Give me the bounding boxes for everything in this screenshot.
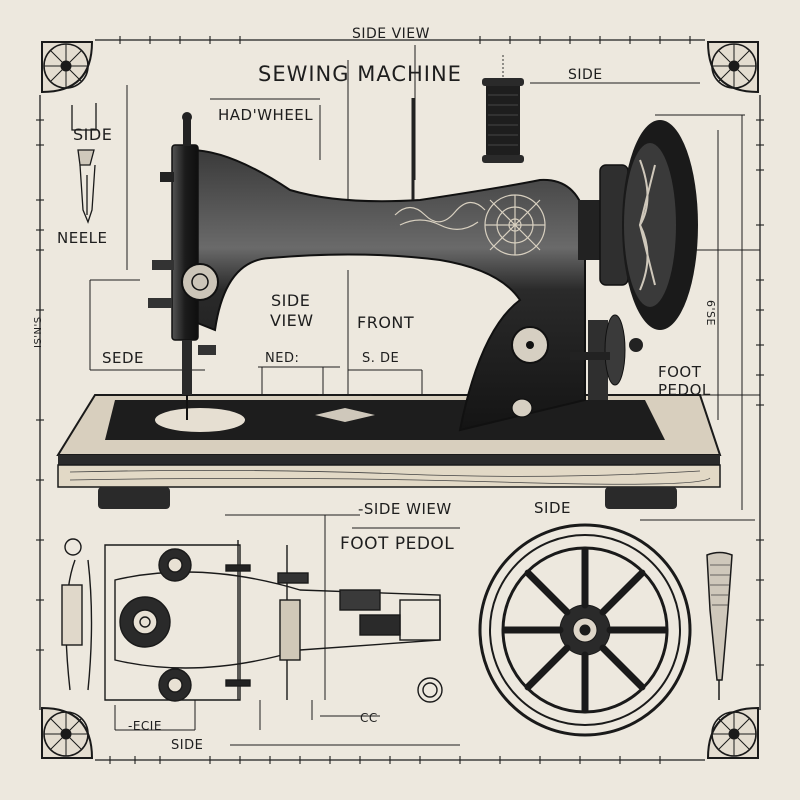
pedol-label: PEDOL: [658, 381, 711, 399]
lower-foot-pedol-label: FOOT PEDOL: [340, 534, 455, 554]
mechanism-plan-view: [61, 538, 443, 703]
bottom-side-label: SIDE: [171, 738, 204, 753]
s-de-label: S. DE: [362, 351, 400, 366]
corner-ornaments: [41, 41, 759, 759]
right-dimension-label: 6'SE: [704, 300, 717, 326]
ned-label: NED:: [265, 351, 300, 366]
top-right-side-label: SIDE: [568, 67, 603, 83]
center-view-label: VIEW: [270, 311, 314, 330]
border-dimension-lines: [36, 36, 764, 764]
left-dimension-label: IS'N'S: [33, 316, 44, 348]
lower-side-label: SIDE: [534, 499, 571, 517]
needle-detail-top: [71, 103, 97, 224]
spoked-wheel-drawing: [478, 523, 692, 737]
corner-ornament-bl: [41, 706, 94, 759]
bottom-ecie-label: -ECIE: [128, 719, 162, 733]
bottom-cc-label: CC: [360, 711, 378, 725]
lower-side-view-label: -SIDE WIEW: [358, 500, 452, 518]
corner-ornament-tr: [706, 41, 759, 94]
handwheel-drawing: [578, 120, 698, 330]
needle-label: NEELE: [57, 229, 108, 247]
left-side-label: SEDE: [102, 349, 145, 367]
top-banner-label: SIDE VIEW: [352, 26, 430, 42]
needle-side-label: SIDE: [73, 125, 113, 144]
dimension-lines: [89, 45, 760, 746]
corner-ornament-tl: [41, 41, 94, 94]
foot-label: FOOT: [658, 363, 702, 381]
center-side-label: SIDE: [271, 291, 311, 310]
arm-ornament: [394, 194, 546, 256]
awl-detail: [706, 551, 733, 700]
title: SEWING MACHINE: [258, 62, 462, 86]
sewing-machine-main: [56, 55, 722, 509]
handwheel-label: HAD'WHEEL: [218, 106, 314, 124]
corner-ornament-br: [706, 706, 759, 759]
front-label: FRONT: [357, 313, 415, 332]
